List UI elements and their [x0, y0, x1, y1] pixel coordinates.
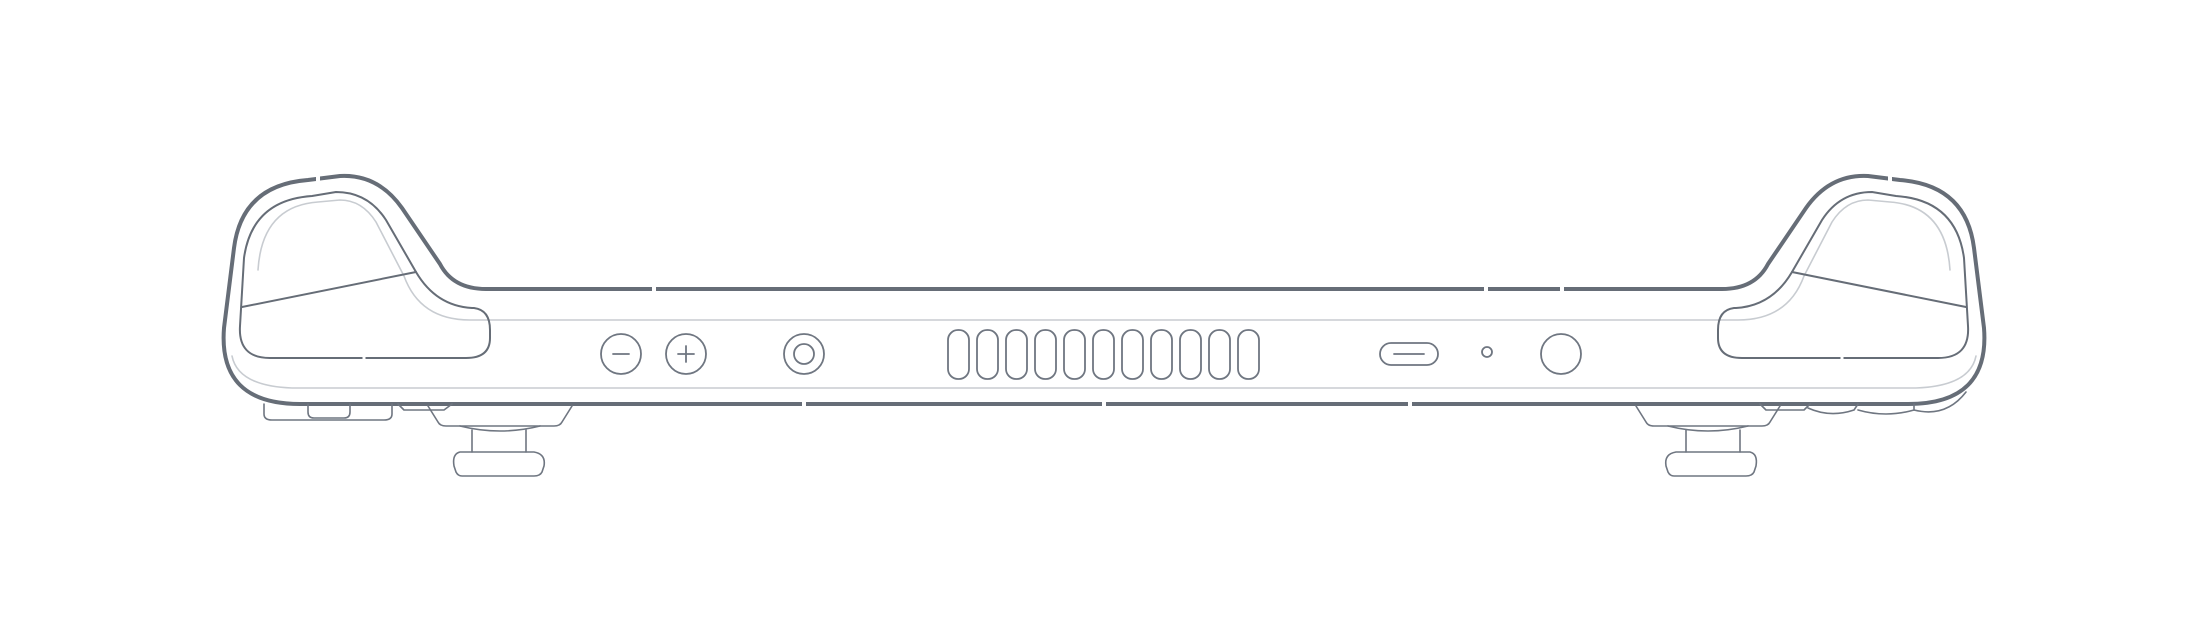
audio-jack-icon	[783, 333, 825, 375]
audio-jack	[783, 333, 825, 375]
microphone-hole-icon	[1481, 346, 1493, 358]
power-button	[1540, 333, 1582, 375]
vent-slot	[1092, 329, 1115, 380]
vent-slot	[1237, 329, 1260, 380]
vent-slot	[1034, 329, 1057, 380]
vent-slot	[947, 329, 970, 380]
usb-c-port-icon	[1379, 342, 1439, 366]
vent-slot	[1121, 329, 1144, 380]
power-button-icon	[1540, 333, 1582, 375]
seam-gaps	[316, 176, 1892, 407]
usb-c-port	[1379, 342, 1439, 366]
vent-slot	[1005, 329, 1028, 380]
vent-slot	[976, 329, 999, 380]
microphone-hole	[1481, 346, 1493, 358]
vent-slots	[947, 329, 1260, 380]
plus-icon	[677, 345, 695, 363]
left-grip	[238, 191, 573, 477]
volume-down-button	[600, 333, 642, 375]
vent-slot	[1063, 329, 1086, 380]
vent-slot	[1208, 329, 1231, 380]
volume-up-button	[665, 333, 707, 375]
right-grip	[1635, 191, 1970, 477]
body-outline	[221, 173, 1987, 406]
vent-slot	[1179, 329, 1202, 380]
vent-slot	[1150, 329, 1173, 380]
